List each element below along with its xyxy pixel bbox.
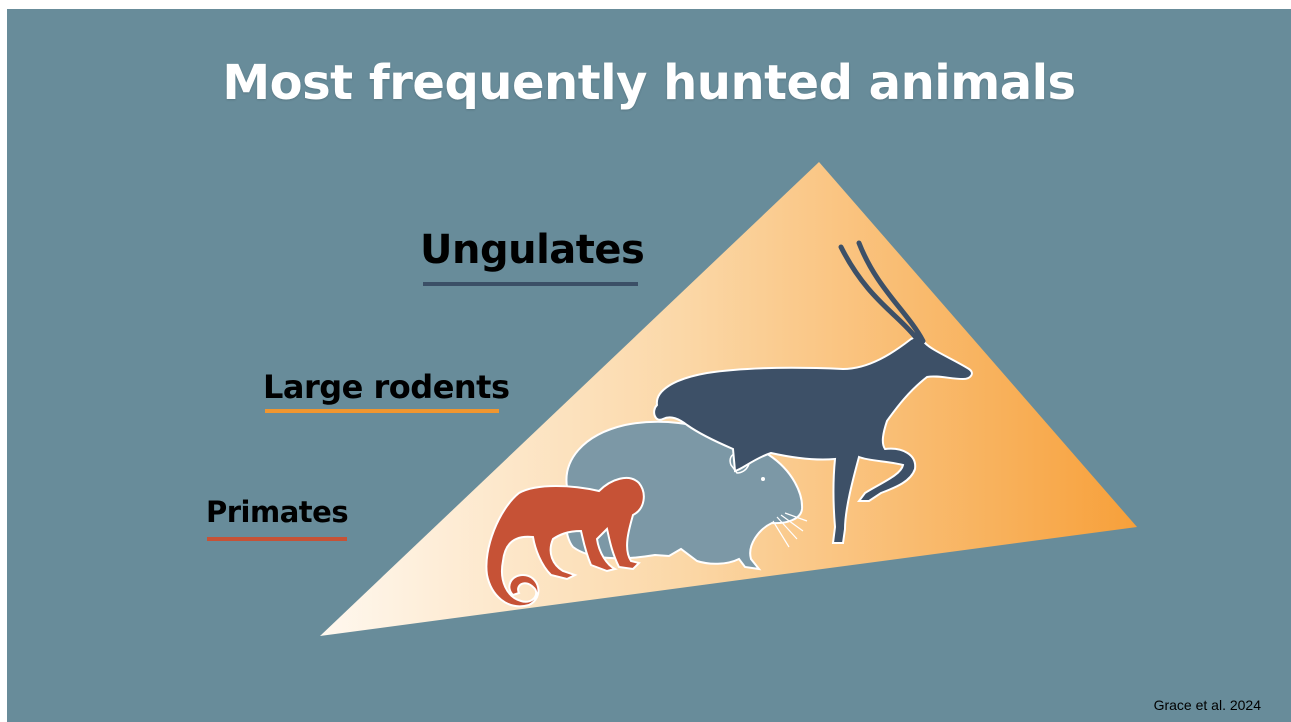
- tier-underline-large-rodents: [265, 409, 499, 413]
- citation: Grace et al. 2024: [1154, 697, 1261, 713]
- tier-label-ungulates: Ungulates: [420, 227, 644, 273]
- tier-underline-ungulates: [423, 282, 638, 286]
- tier-label-large-rodents: Large rodents: [263, 368, 510, 406]
- pyramid-graphic: [7, 9, 1291, 722]
- tier-label-primates: Primates: [206, 495, 348, 529]
- slide: Most frequently hunted animals: [7, 9, 1291, 722]
- tier-underline-primates: [207, 537, 347, 541]
